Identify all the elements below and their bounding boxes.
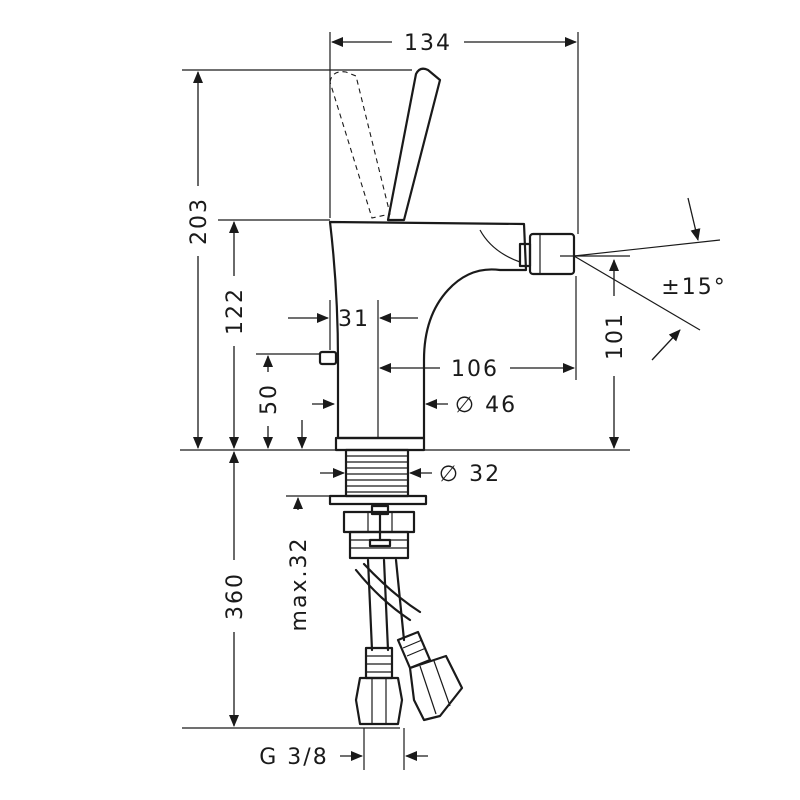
dimension-shank-diameter: ∅ 32: [439, 462, 501, 487]
dimension-height-total: 203: [187, 197, 212, 245]
dimension-height-spout: 122: [223, 287, 248, 335]
dimension-pop-up-height: 50: [257, 383, 282, 415]
extension-lines: [182, 32, 721, 770]
dimension-body-diameter: ∅ 46: [455, 393, 517, 418]
faucet-outline: [180, 67, 630, 726]
dimension-width-top: 134: [404, 31, 452, 56]
dimension-swivel-angle: ±15°: [661, 275, 726, 300]
dimension-pop-up-offset: 31: [338, 307, 370, 332]
dimension-spout-reach: 106: [451, 357, 499, 382]
dimension-max-deck-thickness: max.32: [287, 537, 312, 632]
dimension-hose-length: 360: [223, 572, 248, 620]
dimension-thread-size: G 3/8: [259, 745, 328, 770]
dimension-lines: [193, 37, 701, 761]
dimension-outlet-height: 101: [603, 312, 628, 360]
